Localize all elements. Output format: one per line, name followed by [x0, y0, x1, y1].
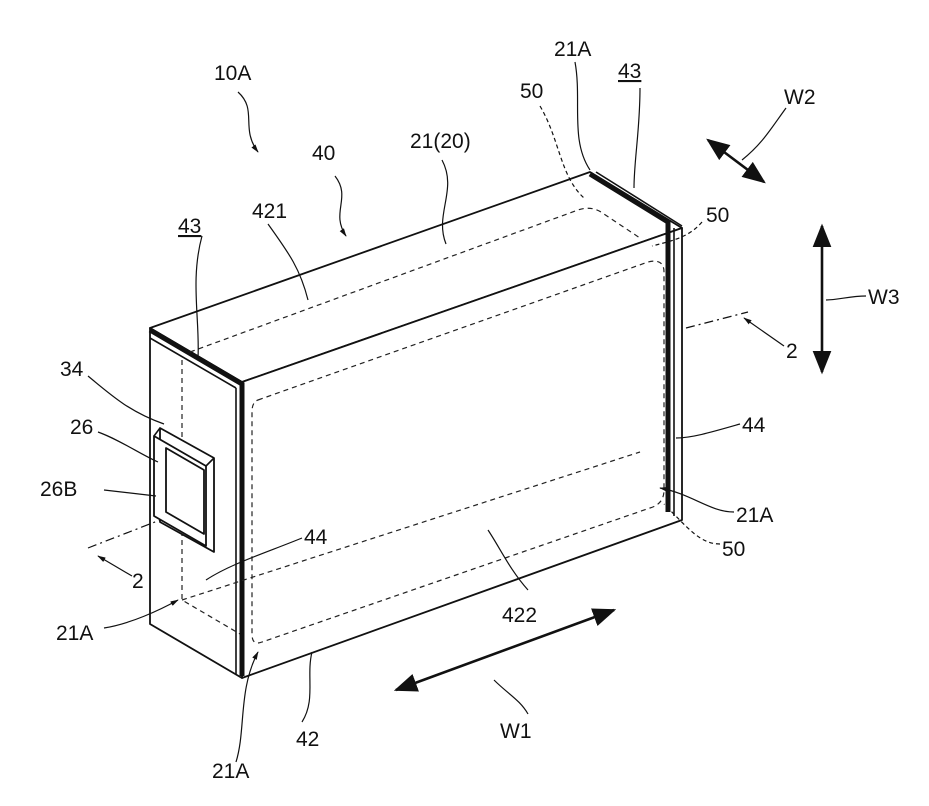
leader-26b	[104, 490, 156, 496]
label-26: 26	[70, 416, 93, 439]
w2-arrow	[708, 140, 764, 182]
label-w1: W1	[500, 720, 532, 743]
label-44-left: 44	[304, 526, 328, 549]
label-21a-top: 21A	[554, 38, 591, 61]
leader-42	[302, 652, 312, 722]
label-21a-left: 21A	[56, 622, 93, 645]
label-42: 42	[296, 728, 319, 751]
leader-40	[335, 176, 346, 236]
label-21-20: 21(20)	[410, 130, 471, 153]
label-43-left: 43	[178, 215, 201, 238]
label-10a: 10A	[214, 62, 251, 85]
leader-26	[98, 432, 158, 462]
section-line-right	[686, 312, 748, 328]
leader-44-right	[676, 424, 740, 438]
leader-43-right	[634, 88, 640, 188]
label-50-top: 50	[520, 80, 543, 103]
label-21a-bottom: 21A	[212, 760, 249, 783]
leader-w1	[494, 680, 528, 714]
label-44-right: 44	[742, 414, 766, 437]
label-40: 40	[312, 142, 335, 165]
label-26b: 26B	[40, 478, 77, 501]
label-50-bottom: 50	[722, 538, 745, 561]
label-50-right: 50	[706, 204, 729, 227]
label-43-right: 43	[618, 60, 641, 83]
leader-21a-top	[575, 62, 590, 170]
label-421: 421	[252, 200, 287, 223]
label-w3: W3	[868, 286, 900, 309]
label-section-right: 2	[786, 340, 798, 363]
label-34: 34	[60, 358, 84, 381]
leader-w2	[742, 108, 786, 160]
label-422: 422	[502, 604, 537, 627]
label-section-left: 2	[132, 570, 144, 593]
label-w2: W2	[784, 86, 816, 109]
leader-10a	[238, 92, 258, 152]
leader-w3	[826, 296, 866, 300]
label-21a-right: 21A	[736, 504, 773, 527]
